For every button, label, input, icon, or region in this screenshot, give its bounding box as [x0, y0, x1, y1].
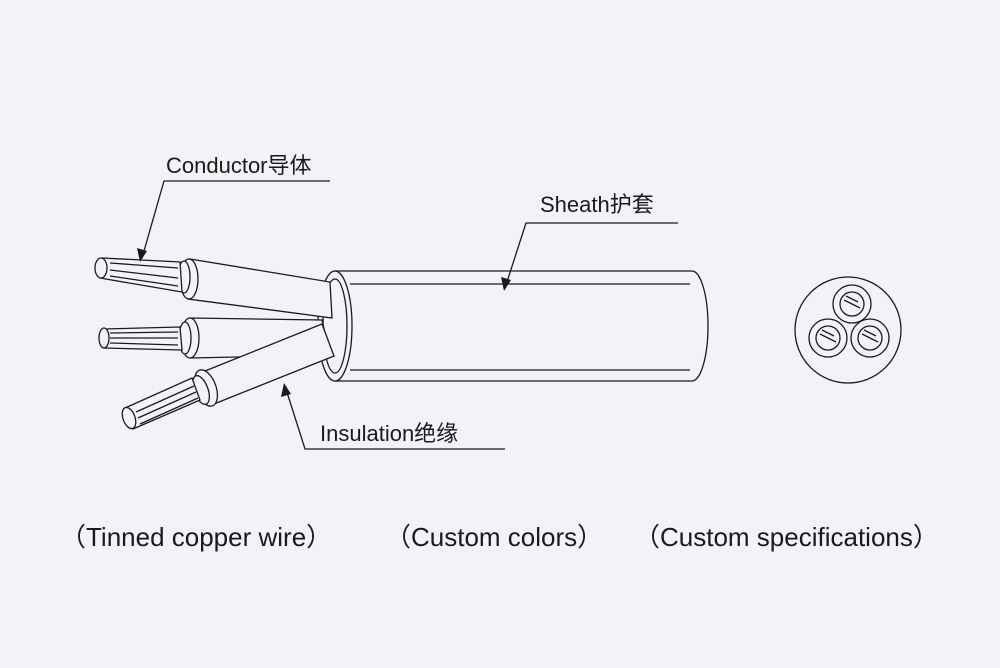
sheath-body	[317, 270, 709, 382]
sheath-leader	[501, 222, 678, 291]
insulation-leader	[281, 383, 505, 450]
conductor-leader	[137, 180, 330, 262]
core-bottom	[121, 323, 335, 430]
caption-custom-colors: （Custom colors）	[385, 522, 603, 552]
sheath-arrow-icon	[501, 277, 511, 291]
conductor-label: Conductor导体	[166, 153, 312, 178]
caption-tinned-copper-wire: （Tinned copper wire）	[60, 522, 332, 552]
insulation-arrow-icon	[281, 383, 291, 397]
caption-custom-specifications: （Custom specifications）	[634, 522, 939, 552]
core-top	[94, 257, 333, 319]
conductor-arrow-icon	[137, 248, 147, 262]
insulation-label: Insulation绝缘	[320, 421, 458, 446]
sheath-label: Sheath护套	[540, 192, 654, 217]
cable-cross-section	[794, 276, 902, 384]
